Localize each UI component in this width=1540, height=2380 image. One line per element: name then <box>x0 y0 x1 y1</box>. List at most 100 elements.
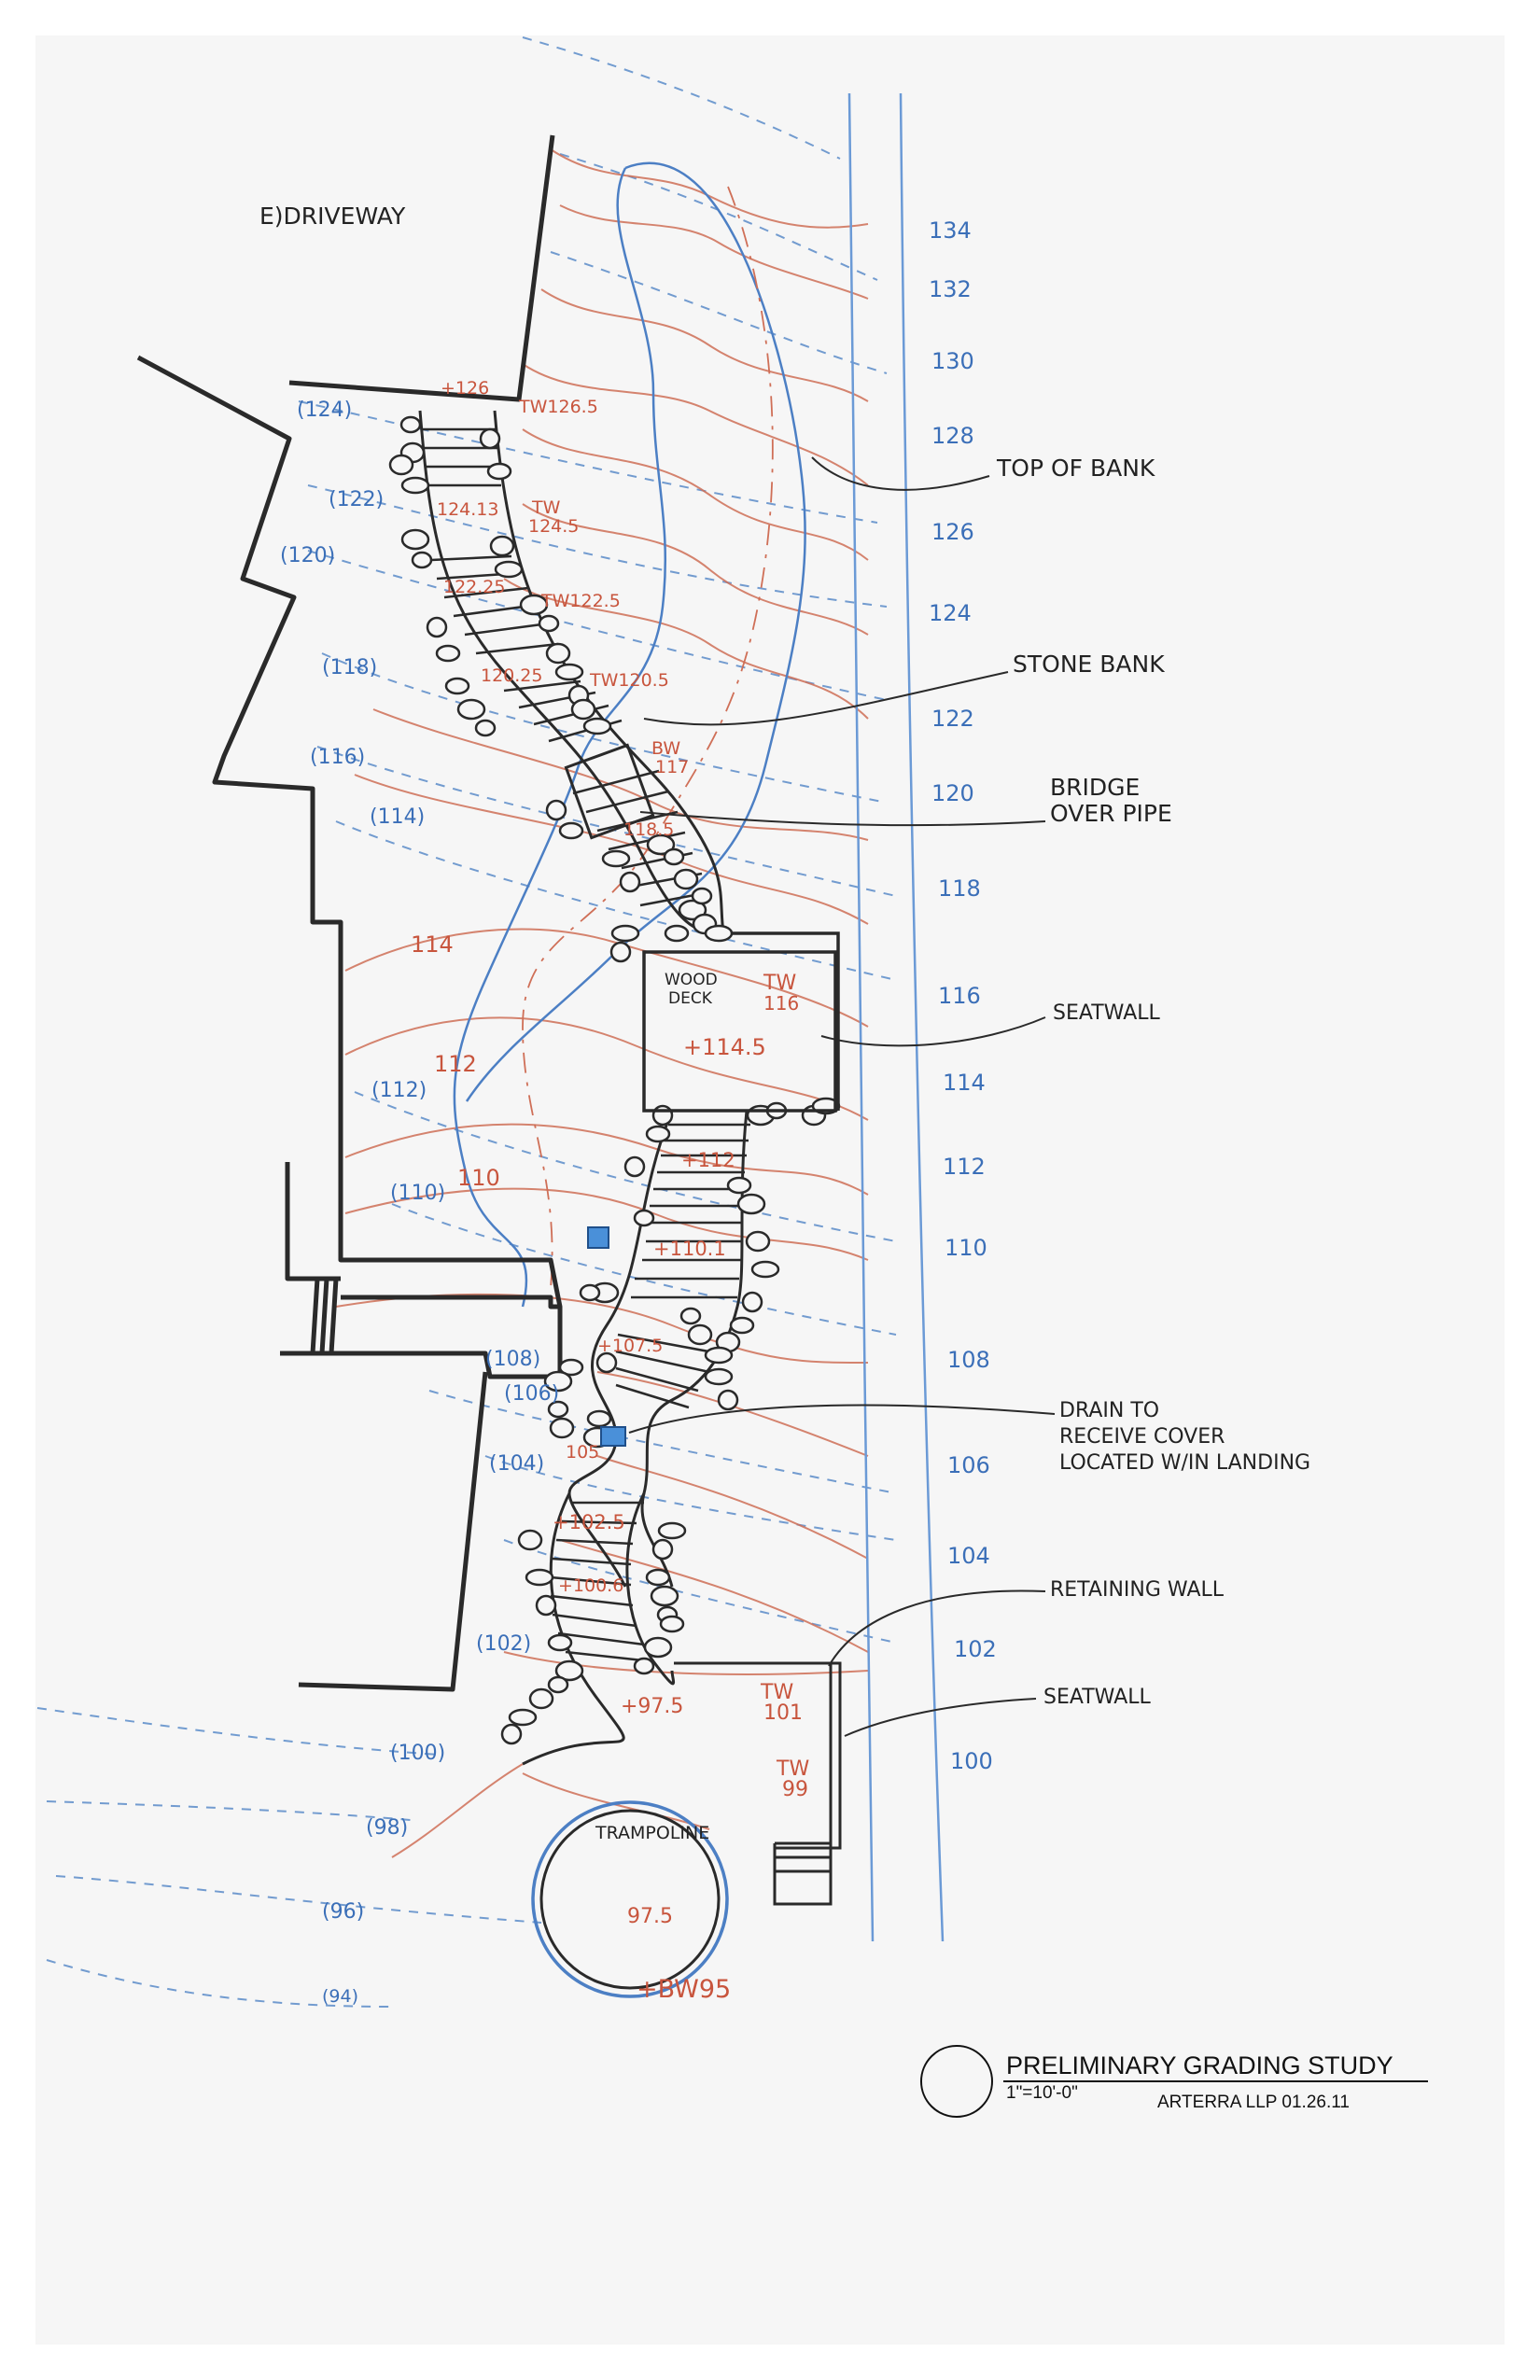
contour-label: (98) <box>366 1816 408 1840</box>
contour-label: (108) <box>485 1348 540 1371</box>
spot-elevation: 118.5 <box>623 819 674 840</box>
boulder <box>582 717 612 735</box>
spot-elevation: TW <box>531 497 561 518</box>
retaining-wall-label: RETAINING WALL <box>1050 1578 1225 1602</box>
contour-label: 132 <box>929 276 972 302</box>
boulder <box>519 594 549 616</box>
boulder <box>558 1358 584 1377</box>
boulder <box>687 1323 713 1346</box>
contour-label: 112 <box>434 1051 477 1077</box>
boulder <box>528 1687 554 1710</box>
boulder <box>736 1193 766 1215</box>
boulder <box>586 1409 612 1428</box>
boulder <box>657 1521 687 1540</box>
house-outline <box>136 134 563 1692</box>
contour-label: (100) <box>390 1742 445 1765</box>
contour-label: 122 <box>931 706 974 732</box>
boulder <box>601 849 631 868</box>
boulder <box>388 454 414 476</box>
top-of-bank-line <box>453 161 806 1308</box>
wood-deck <box>642 931 840 1113</box>
spot-elevation: +126 <box>441 378 489 399</box>
drawing-scale: 1"=10'-0" <box>1006 2083 1078 2103</box>
contour-label: (94) <box>322 1986 358 2007</box>
contour-label: 102 <box>954 1636 997 1662</box>
contour-label: (116) <box>310 746 365 769</box>
contour-label: 104 <box>947 1543 990 1569</box>
boulder <box>633 1209 655 1227</box>
spot-elevation: +BW95 <box>637 1975 731 2004</box>
boulder <box>619 871 641 893</box>
boulder <box>595 1351 618 1374</box>
top-of-bank-label: TOP OF BANK <box>996 455 1155 482</box>
seatwall-upper-label: SEATWALL <box>1053 1001 1161 1025</box>
contour-label: 100 <box>950 1748 993 1774</box>
boulder <box>525 1568 554 1587</box>
boulder <box>426 616 448 638</box>
spot-elevation: TW120.5 <box>589 670 669 691</box>
boulder <box>554 1659 584 1682</box>
contour-label: 108 <box>947 1347 990 1373</box>
boulder <box>486 462 512 481</box>
contour-label: 126 <box>931 519 974 545</box>
contour-label: 114 <box>411 931 454 958</box>
contour-label: (112) <box>371 1079 427 1102</box>
boulder <box>554 663 584 681</box>
contour-label: 116 <box>938 983 981 1009</box>
trampoline-label: TRAMPOLINE <box>595 1823 709 1843</box>
contour-label: (120) <box>280 544 335 567</box>
drain-label-3: LOCATED W/IN LANDING <box>1059 1451 1310 1475</box>
north-arrow-circle <box>920 2045 993 2118</box>
contour-label: 114 <box>943 1070 986 1096</box>
contour-label: (104) <box>489 1452 544 1476</box>
boulder <box>610 924 640 943</box>
wood-deck-label-1: WOOD <box>665 971 718 989</box>
spot-elevation: 124.5 <box>528 516 579 537</box>
trampoline <box>531 1661 842 1998</box>
boulder <box>673 868 699 890</box>
right-of-way-lines <box>847 92 945 1942</box>
contour-label: (122) <box>329 488 384 511</box>
spot-elevation: +102.5 <box>553 1511 625 1533</box>
contour-label: 112 <box>943 1154 986 1180</box>
drain-landing <box>600 1426 626 1447</box>
spot-elevation: 101 <box>763 1701 803 1725</box>
contour-labels-proposed: 114 112 110 <box>411 931 500 1191</box>
firm-and-date: ARTERRA LLP 01.26.11 <box>1157 2093 1350 2112</box>
boulder <box>691 887 713 905</box>
boulder <box>538 614 560 633</box>
boulder <box>549 1417 575 1439</box>
boulder <box>750 1260 780 1279</box>
drain-label-2: RECEIVE COVER <box>1059 1425 1225 1449</box>
boulder <box>547 1675 569 1694</box>
boulder <box>659 1615 685 1633</box>
boulder <box>633 1657 655 1675</box>
boulder <box>663 847 685 866</box>
boulder <box>508 1708 538 1727</box>
boulder <box>704 1346 734 1365</box>
bridge-over-pipe <box>564 743 655 840</box>
boulder <box>435 644 461 663</box>
boulder <box>741 1291 763 1313</box>
spot-elevation: +114.5 <box>683 1034 766 1060</box>
boulder <box>623 1155 646 1178</box>
boulder <box>456 698 486 721</box>
bank-centerline <box>522 186 774 1289</box>
stone-bank-label: STONE BANK <box>1013 651 1165 678</box>
boulder <box>494 560 524 579</box>
drawing-sheet <box>35 35 1505 2345</box>
contour-label: 124 <box>929 600 972 626</box>
contour-label: 130 <box>931 348 974 374</box>
spot-elevation: TW122.5 <box>540 591 621 611</box>
bridge-label-1: BRIDGE <box>1050 774 1140 801</box>
existing-contours <box>36 36 897 2008</box>
contour-label: (118) <box>322 656 377 679</box>
spot-elevation: +112 <box>681 1149 735 1171</box>
spot-elevation: 117 <box>655 757 689 777</box>
contour-label: (96) <box>322 1900 364 1924</box>
spot-elevation: TW126.5 <box>518 397 598 417</box>
boulder <box>729 1316 755 1335</box>
boulder <box>400 528 430 551</box>
boulder <box>444 677 470 695</box>
